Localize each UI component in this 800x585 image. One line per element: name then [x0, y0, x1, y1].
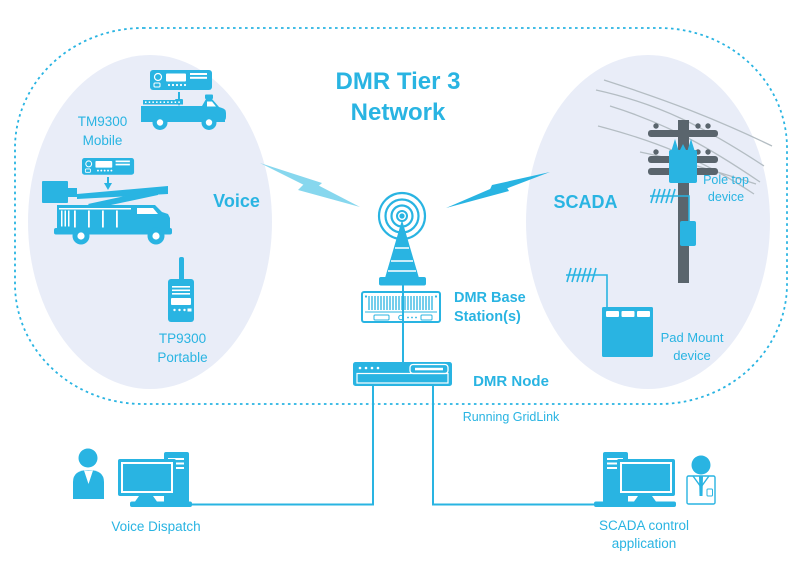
engineer-avatar — [691, 455, 711, 475]
scada-zone-label: SCADA — [553, 192, 618, 212]
monitor-icon — [617, 459, 675, 496]
pole-top-device-icon — [650, 139, 697, 246]
node-to-scada-app-line — [432, 386, 594, 506]
base-station-label: DMR Base Station(s) — [454, 290, 526, 325]
lightning-bolt-left-icon — [260, 163, 360, 207]
operator-avatar — [78, 448, 98, 468]
diagram-title: DMR Tier 3 Network — [335, 68, 461, 126]
network-boundary-dashed-border — [14, 27, 788, 405]
voice-dispatch-label: Voice Dispatch — [111, 519, 201, 534]
pad-mount-device-label: Pad Mount device — [660, 330, 724, 363]
tm9300-mobile-label: TM9300 Mobile — [77, 114, 128, 148]
mobile-radio-icon — [82, 158, 135, 175]
scada-app-label: SCADA control application — [598, 518, 690, 551]
scada-app-icon — [594, 452, 716, 507]
lightning-bolt-right-icon — [446, 172, 550, 208]
voice-dispatch-icon — [73, 448, 192, 507]
scada-zone-ellipse — [526, 55, 770, 389]
dmr-node-label-group: DMR Node Running GridLink — [455, 354, 567, 443]
radio-tower-icon — [377, 191, 427, 286]
voice-zone-label: Voice — [213, 191, 260, 211]
arrow-down-icon — [104, 177, 112, 190]
dmr-node-icon — [353, 362, 452, 386]
dmr-node-label: DMR Node — [473, 373, 549, 390]
service-truck-icon — [141, 94, 226, 130]
node-to-voice-dispatch-line — [192, 386, 374, 506]
mobile-radio-icon — [150, 70, 212, 90]
portable-radio-icon — [168, 257, 194, 322]
base-station-icon — [361, 291, 441, 323]
pad-mount-device-icon — [566, 267, 653, 357]
monitor-icon — [118, 459, 176, 496]
dmr-node-sublabel: Running GridLink — [462, 410, 560, 424]
bucket-truck-icon — [42, 181, 172, 245]
pole-top-device-label: Pole top device — [703, 173, 749, 204]
tp9300-portable-label: TP9300 Portable — [157, 331, 208, 365]
